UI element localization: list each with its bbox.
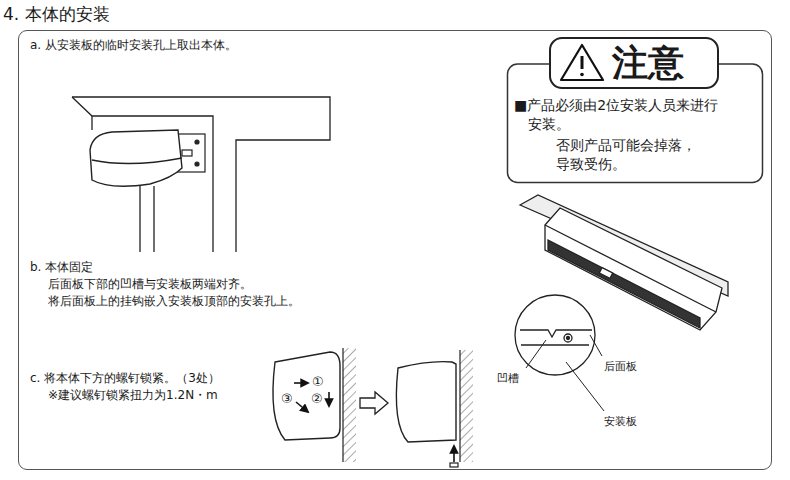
side-view-unit	[273, 352, 456, 442]
leader-line	[566, 362, 604, 411]
leader-line	[526, 340, 546, 368]
step-arrow	[360, 392, 388, 414]
leader-line	[526, 335, 604, 411]
wall-section	[342, 348, 343, 462]
motion-arrow	[294, 382, 308, 384]
screw-symbol	[450, 463, 458, 467]
warning-heading: 注意	[612, 39, 684, 87]
warning-icon	[580, 73, 584, 77]
zoom-detail	[521, 344, 589, 345]
wall-section	[460, 350, 473, 462]
warning-banner	[550, 38, 718, 88]
callout-number: ①	[312, 374, 324, 391]
callout-number: ③	[281, 391, 293, 408]
warning-icon	[561, 45, 603, 80]
zoom-detail	[564, 334, 572, 342]
step-text: a. 从安装板的临时安装孔上取出本体。	[30, 37, 237, 53]
part-label: 凹槽	[497, 372, 519, 386]
zoom-detail	[515, 295, 595, 375]
side-view-unit	[396, 362, 456, 442]
note-text: ※建议螺钉锁紧扭力为1.2N・m	[48, 387, 218, 403]
wall-section	[343, 348, 356, 462]
zoom-detail	[567, 337, 570, 340]
mounting-plate	[182, 150, 192, 156]
mounting-plate	[195, 162, 199, 166]
indoor-unit	[90, 130, 182, 186]
step-text: 后面板下部的凹槽与安装板两端对齐。	[48, 276, 252, 292]
room-drawing	[72, 97, 330, 252]
wall-unit-perspective	[599, 268, 612, 279]
motion-arrow	[296, 402, 308, 412]
section-title: 4. 本体的安装	[3, 3, 110, 25]
step-panel: a. 从安装板的临时安装孔上取出本体。 b. 本体固定后面板下部的凹槽与安装板两端…	[18, 30, 772, 470]
room-drawing	[72, 97, 213, 252]
wall-section	[338, 348, 473, 462]
part-label: 后面板	[604, 360, 637, 374]
step-text: c. 将本体下方的螺钉锁紧。（3处）	[30, 370, 220, 386]
indoor-unit	[90, 130, 182, 186]
warning-icon	[581, 56, 584, 69]
step-arrow	[360, 392, 388, 414]
motion-arrow	[453, 446, 455, 462]
side-view-unit	[273, 352, 340, 440]
warning-box: 注意 ■产品必须由2位安装人员来进行安装。否则产品可能会掉落， 导致受伤。	[506, 36, 764, 184]
step-text: 将后面板上的挂钩嵌入安装板顶部的安装孔上。	[48, 293, 300, 309]
screw-symbol	[450, 463, 458, 467]
motion-arrow	[294, 383, 454, 462]
zoom-detail	[520, 330, 592, 337]
callout-number: ②	[311, 391, 323, 408]
room-drawing	[140, 186, 154, 252]
part-label: 安装板	[604, 415, 637, 429]
zoom-detail	[515, 295, 595, 375]
wall-section	[459, 350, 460, 462]
leader-line	[590, 335, 602, 356]
room-drawing	[72, 97, 330, 252]
motion-arrow	[328, 392, 330, 406]
room-drawing	[91, 116, 92, 130]
step-heading: b. 本体固定	[30, 259, 93, 275]
mounting-plate	[195, 140, 199, 144]
indoor-unit	[92, 158, 182, 164]
warning-text: 否则产品可能会掉落， 导致受伤。	[556, 136, 710, 174]
warning-text: ■产品必须由2位安装人员来进行安装。	[514, 96, 731, 134]
